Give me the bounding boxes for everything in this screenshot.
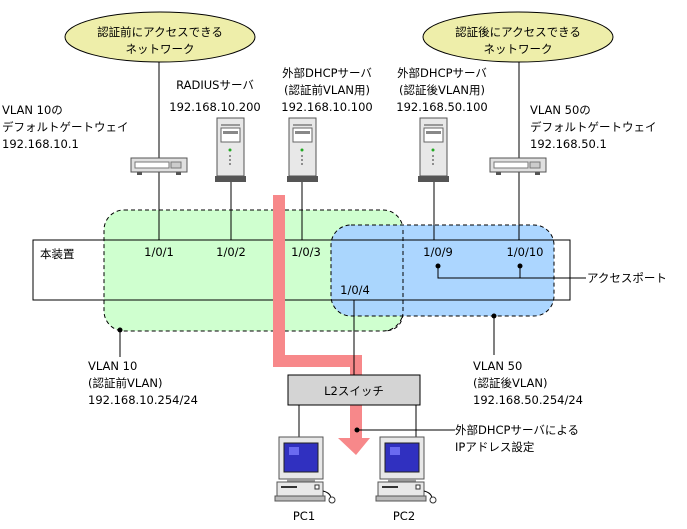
dhcp-before-server-label: 外部DHCPサーバ (認証前VLAN用) 192.168.10.100: [281, 66, 372, 114]
ip-address: 192.168.50.100: [396, 100, 487, 114]
l2-switch: L2スイッチ: [287, 374, 421, 406]
cloud-before-auth: 認証前にアクセスできる ネットワーク: [64, 11, 256, 63]
port-1-0-2: 1/0/2: [216, 245, 246, 259]
label-line: (認証前VLAN用): [284, 83, 370, 97]
vlan-name: VLAN 50: [473, 359, 522, 373]
port-1-0-3: 1/0/3: [291, 245, 321, 259]
pc2-icon: [375, 436, 437, 504]
vlan50-gateway-label: VLAN 50の デフォルトゲートウェイ 192.168.50.1: [530, 103, 657, 151]
access-port-label: アクセスポート: [587, 271, 667, 285]
l2-switch-label: L2スイッチ: [324, 384, 384, 398]
note-line: 外部DHCPサーバによる: [455, 423, 579, 437]
dhcp-note: 外部DHCPサーバによる IPアドレス設定: [354, 423, 579, 454]
ip-address: 192.168.10.200: [169, 100, 260, 114]
port-1-0-10: 1/0/10: [506, 245, 543, 259]
router-icon: [489, 157, 547, 176]
radius-server-icon: [214, 117, 247, 183]
access-port-callout: アクセスポート: [435, 263, 667, 285]
cloud-after-line2: ネットワーク: [484, 42, 553, 56]
ports: 1/0/1 1/0/2 1/0/3 1/0/4 1/0/9 1/0/10: [144, 245, 543, 297]
label-line: VLAN 50の: [530, 103, 591, 117]
main-device-label: 本装置: [40, 247, 75, 261]
label-line: (認証後VLAN用): [399, 83, 485, 97]
dhcp-server-icon: [286, 117, 319, 183]
dhcp-server-icon: [417, 117, 450, 183]
cloud-before-line2: ネットワーク: [126, 42, 195, 56]
vlan50-area: [330, 224, 555, 317]
ip-address: 192.168.10.100: [281, 100, 372, 114]
note-line: IPアドレス設定: [455, 440, 535, 454]
radius-server-label: RADIUSサーバ 192.168.10.200: [169, 78, 260, 114]
cloud-after-line1: 認証後にアクセスできる: [455, 25, 581, 39]
label-line: デフォルトゲートウェイ: [530, 120, 657, 134]
pc2-label: PC2: [393, 509, 415, 523]
pc1-label: PC1: [293, 509, 315, 523]
vlan-desc: (認証前VLAN): [88, 376, 162, 390]
label-line: 外部DHCPサーバ: [282, 66, 372, 80]
vlan-name: VLAN 10: [88, 359, 137, 373]
vlan-desc: (認証後VLAN): [473, 376, 547, 390]
ip-address: 192.168.10.1: [2, 137, 79, 151]
port-1-0-4: 1/0/4: [340, 283, 370, 297]
port-1-0-9: 1/0/9: [423, 245, 453, 259]
vlan10-label: VLAN 10 (認証前VLAN) 192.168.10.254/24: [88, 327, 198, 407]
pc1-icon: [274, 436, 336, 504]
vlan-subnet: 192.168.10.254/24: [88, 393, 198, 407]
router-icon: [130, 157, 188, 176]
cloud-after-auth: 認証後にアクセスできる ネットワーク: [422, 11, 614, 63]
cloud-before-line1: 認証前にアクセスできる: [97, 25, 223, 39]
label-line: デフォルトゲートウェイ: [2, 120, 129, 134]
label-line: VLAN 10の: [2, 103, 63, 117]
vlan10-gateway-label: VLAN 10の デフォルトゲートウェイ 192.168.10.1: [2, 103, 129, 151]
dhcp-after-server-label: 外部DHCPサーバ (認証後VLAN用) 192.168.50.100: [396, 66, 487, 114]
label-line: 外部DHCPサーバ: [397, 66, 487, 80]
port-1-0-1: 1/0/1: [144, 245, 174, 259]
ip-address: 192.168.50.1: [530, 137, 607, 151]
dhcp-path-arrow: [273, 195, 370, 455]
vlan50-label: VLAN 50 (認証後VLAN) 192.168.50.254/24: [473, 313, 583, 407]
vlan-subnet: 192.168.50.254/24: [473, 393, 583, 407]
label-line: RADIUSサーバ: [176, 78, 254, 92]
